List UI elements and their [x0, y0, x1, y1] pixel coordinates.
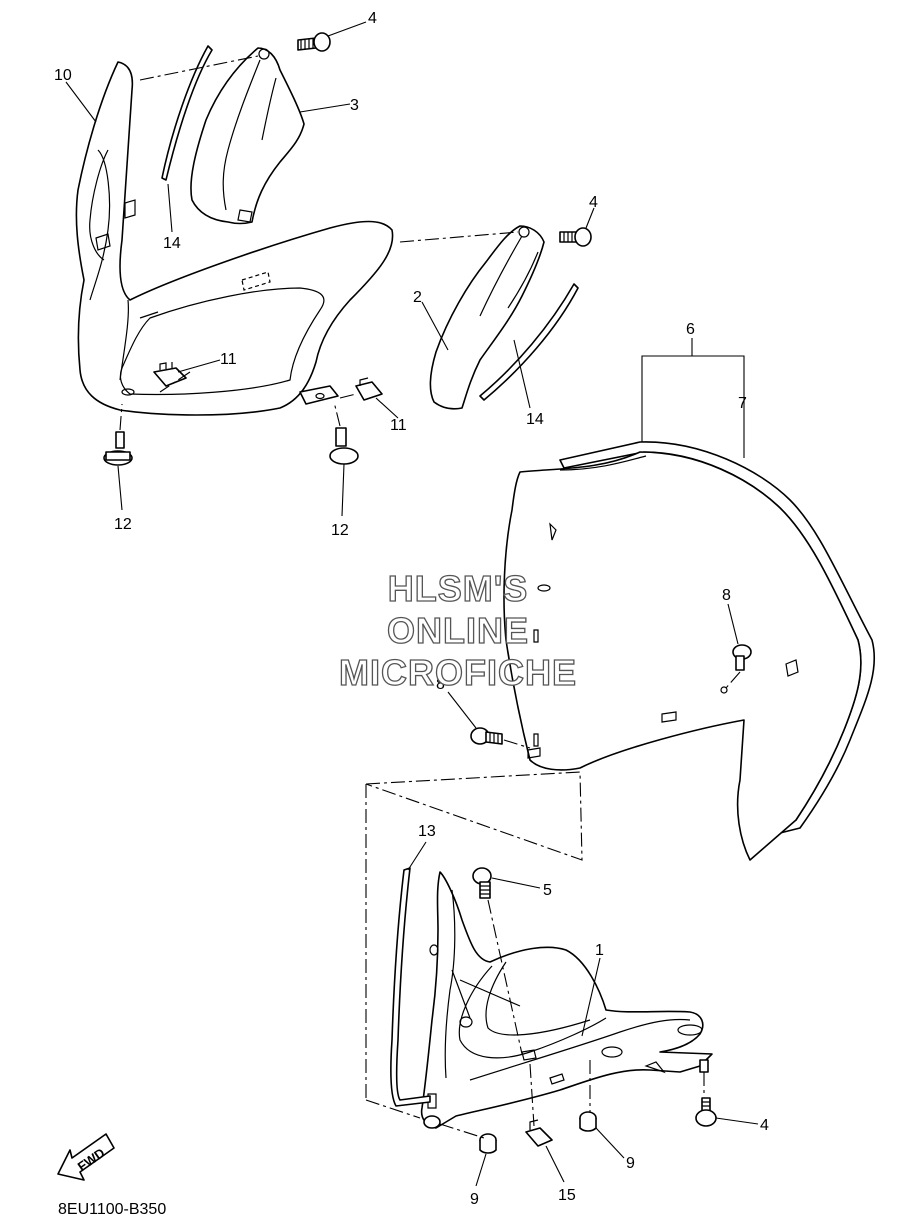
- callout-8: 8: [436, 676, 445, 693]
- screw-4-middle: [559, 227, 592, 247]
- callout-11: 11: [220, 351, 237, 368]
- seal-strip-14-lower: [479, 283, 579, 401]
- grommet-12-right: [329, 427, 359, 465]
- screw-4-lower: [695, 1059, 717, 1127]
- callout-numbers: 4 3 10 14 4 2 11 11 14 12 12 6 7 8 8 13 …: [54, 10, 769, 1208]
- callout-3: 3: [350, 97, 359, 114]
- windshield: [503, 441, 876, 861]
- callout-9: 9: [470, 1191, 479, 1208]
- callout-4: 4: [760, 1117, 769, 1134]
- upper-cowling: [75, 61, 394, 416]
- callout-5: 5: [543, 882, 552, 899]
- diagram-code: 8EU1100-B350: [58, 1201, 166, 1218]
- grommet-12-left: [103, 431, 133, 466]
- callout-14: 14: [163, 235, 181, 252]
- collar-9-left: [479, 1133, 497, 1154]
- callout-12: 12: [331, 522, 349, 539]
- callout-12: 12: [114, 516, 132, 533]
- screw-8-right: [720, 644, 752, 694]
- callout-4: 4: [368, 10, 377, 27]
- leader-lines: [65, 21, 759, 1187]
- fwd-arrow-icon: FWD: [57, 1133, 115, 1181]
- callout-4: 4: [589, 194, 598, 211]
- callout-6: 6: [686, 321, 695, 338]
- callout-10: 10: [54, 67, 72, 84]
- lower-inner-panel: [420, 871, 713, 1129]
- callout-13: 13: [418, 823, 436, 840]
- callout-9: 9: [626, 1155, 635, 1172]
- collar-9-right: [579, 1111, 597, 1132]
- watermark-line-1: HLSM'S: [388, 568, 529, 609]
- watermark-line-3: MICROFICHE: [339, 652, 577, 693]
- inner-panel-3: [190, 47, 305, 225]
- clip-nut-11-right: [355, 377, 383, 401]
- watermark-line-2: ONLINE: [387, 610, 529, 651]
- screw-5: [472, 867, 492, 899]
- inner-panel-2: [429, 225, 545, 410]
- screw-4-upper: [297, 32, 331, 52]
- callout-11: 11: [390, 417, 407, 434]
- clip-nut-11-left: [153, 362, 187, 387]
- clip-nut-15: [525, 1119, 553, 1147]
- callout-15: 15: [558, 1187, 576, 1204]
- watermark: HLSM'S ONLINE MICROFICHE: [338, 567, 577, 693]
- callout-8: 8: [722, 587, 731, 604]
- seal-strip-14-upper: [161, 45, 213, 181]
- callout-1: 1: [595, 942, 604, 959]
- callout-7: 7: [738, 395, 747, 412]
- callout-2: 2: [413, 289, 422, 306]
- callout-14: 14: [526, 411, 544, 428]
- seal-strip-13: [390, 867, 431, 1107]
- screw-8-left: [470, 727, 503, 745]
